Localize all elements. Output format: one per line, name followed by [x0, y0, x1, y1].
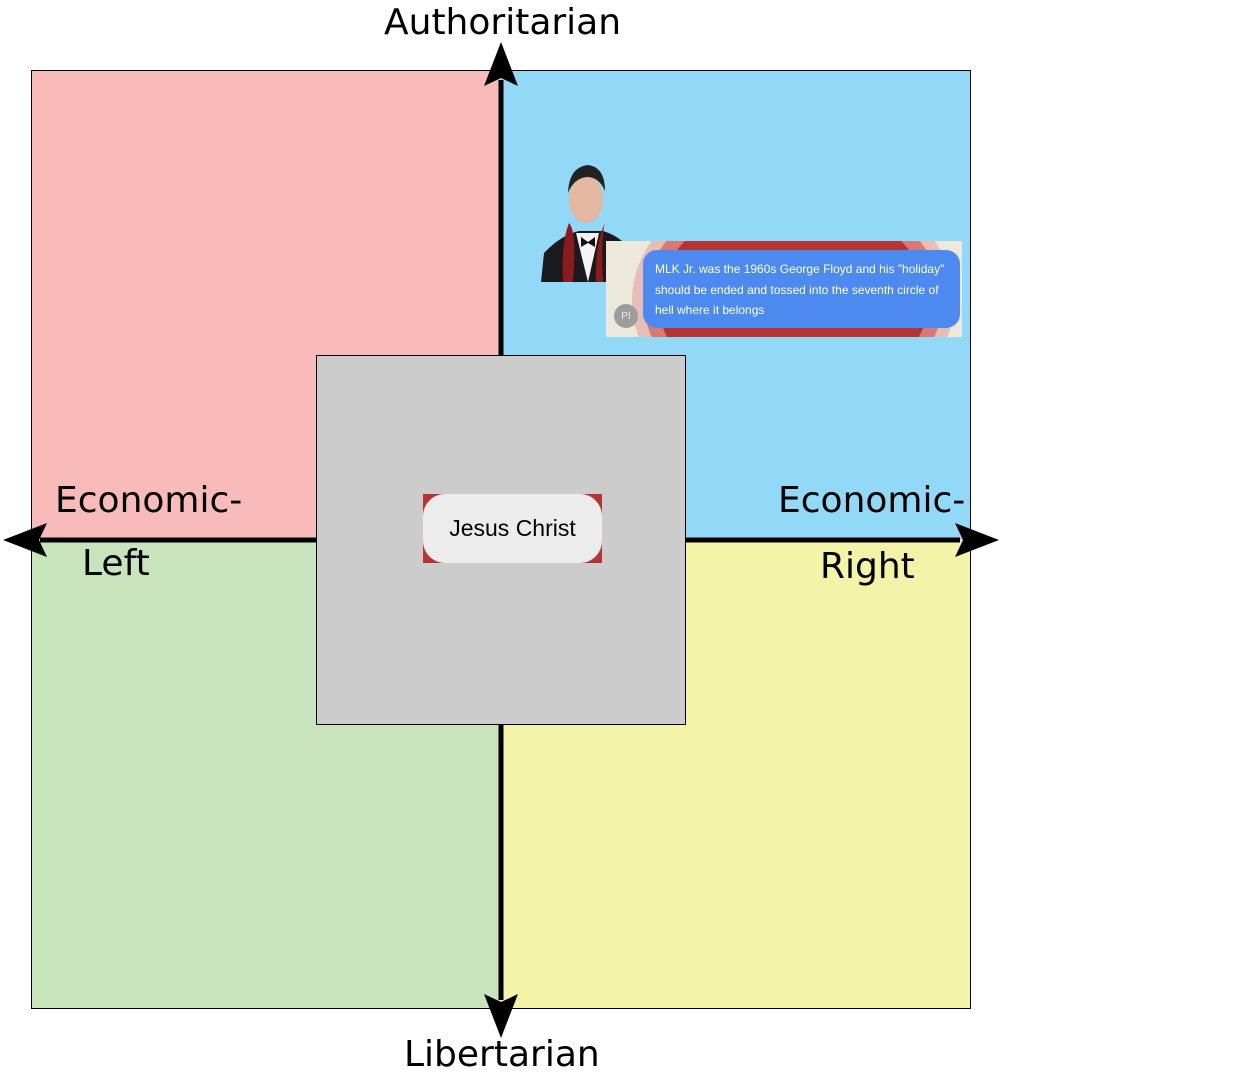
user-avatar: PI [614, 304, 638, 328]
label-libertarian: Libertarian [404, 1034, 600, 1075]
chat-screenshot: PI MLK Jr. was the 1960s George Floyd an… [606, 241, 962, 337]
arrow-left-icon [3, 523, 47, 557]
arrow-right-icon [955, 523, 999, 557]
arrow-down-icon [484, 994, 518, 1038]
center-label-box: Jesus Christ [423, 494, 602, 563]
label-economic-right-1: Economic- [778, 480, 966, 521]
label-economic-left-1: Economic- [55, 480, 243, 521]
label-economic-left-2: Left [82, 543, 150, 584]
label-authoritarian: Authoritarian [384, 2, 622, 43]
arrow-up-icon [484, 42, 518, 86]
center-label: Jesus Christ [423, 494, 602, 563]
chat-bubble: MLK Jr. was the 1960s George Floyd and h… [643, 250, 960, 328]
label-economic-right-2: Right [820, 546, 915, 587]
